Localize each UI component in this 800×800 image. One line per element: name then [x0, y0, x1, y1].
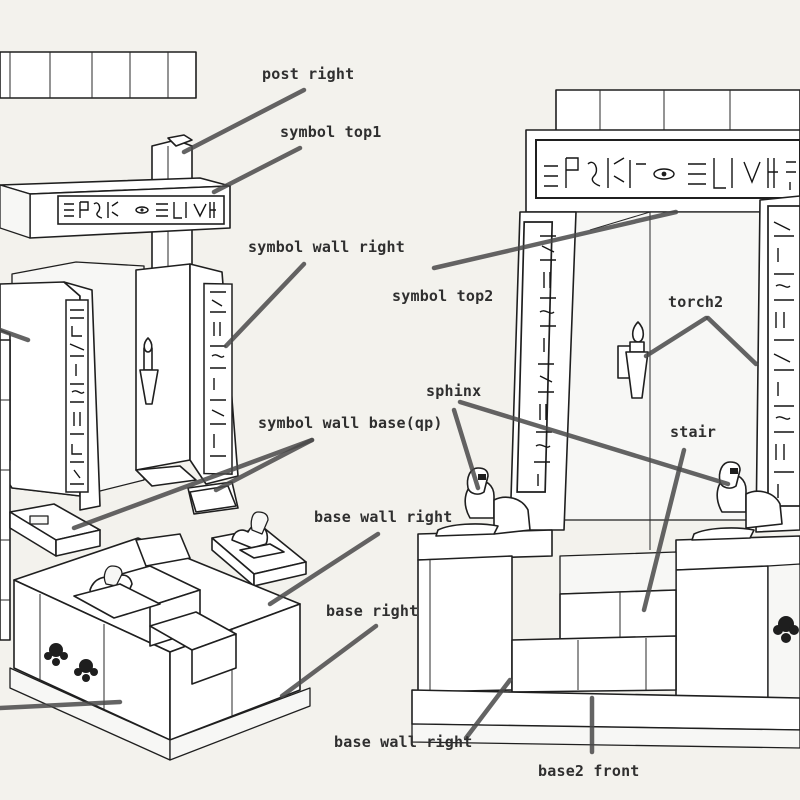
hieroglyph-band-top2	[544, 157, 796, 190]
symbol-top2-part	[525, 129, 800, 213]
leader-base-front	[0, 699, 123, 711]
leader-lines	[0, 87, 759, 755]
left-column-stack	[0, 339, 11, 641]
leader-base-right	[279, 623, 379, 699]
label-torch2: torch2	[668, 293, 723, 311]
base2-rosette	[773, 616, 799, 643]
torch2-part	[617, 321, 649, 399]
label-stair: stair	[670, 423, 716, 441]
symbol-wall-right-part	[135, 263, 239, 515]
base2-part	[411, 529, 800, 749]
label-symbol-top1: symbol top1	[280, 123, 382, 141]
leader-base-wall-right	[267, 531, 381, 607]
hieroglyph-column-left	[69, 309, 85, 485]
label-sphinx: sphinx	[426, 382, 481, 400]
symbol-top1-part	[0, 177, 231, 239]
leader-stair	[641, 447, 687, 613]
sphinx-gate-left	[435, 467, 531, 537]
hieroglyph-column-right	[210, 291, 226, 457]
symbol-wall-base-part	[9, 485, 237, 557]
right-assembled-gate	[411, 89, 800, 749]
label-base-right: base right	[326, 602, 418, 620]
leader-symbol-wall-right	[223, 261, 307, 349]
leader-sphinx-left	[451, 407, 481, 491]
leader-post-right	[181, 87, 307, 155]
gate-post-right	[755, 195, 800, 533]
base-assembly-left	[9, 533, 311, 761]
label-symbol-wall-base: symbol wall base(qp)	[258, 414, 443, 432]
leader-symbol-wall-base-2	[213, 437, 315, 493]
leader-symbol-top1	[211, 145, 303, 195]
label-post-right: post right	[262, 65, 354, 83]
base-rosette-1	[44, 643, 68, 666]
leader-symbol-wall-base-1	[71, 437, 315, 531]
sphinx-gate-right	[691, 461, 783, 541]
leader-torch2-right	[705, 315, 759, 367]
leader-torch2-left	[643, 315, 709, 359]
left-exploded-assembly	[0, 51, 311, 761]
label-base2-front: base2 front	[538, 762, 640, 780]
hieroglyph-column-gate-left	[534, 235, 556, 486]
label-symbol-wall-right: symbol wall right	[248, 238, 405, 256]
label-symbol-top2: symbol top2	[392, 287, 494, 305]
base-rosette-2	[74, 659, 98, 682]
torch1-part	[139, 337, 159, 405]
top-block-row	[0, 51, 197, 99]
leader-base-wall-right-bottom	[463, 677, 513, 741]
hieroglyph-column-gate-right	[773, 221, 794, 498]
callout-labels: post right symbol top1 symbol wall right…	[248, 65, 723, 780]
leader-symbol-wall-left	[0, 327, 31, 343]
leader-sphinx-right	[457, 399, 731, 487]
label-base-wall-right-bottom: base wall right	[334, 733, 472, 751]
stair-part	[511, 551, 677, 693]
gate-post-left	[509, 211, 577, 531]
hieroglyph-band-top1	[64, 201, 216, 219]
label-base-wall-right-left: base wall right	[314, 508, 452, 526]
symbol-wall-left-part	[0, 261, 145, 511]
sphinx-small-right	[211, 511, 307, 587]
leader-symbol-top2	[431, 209, 679, 271]
